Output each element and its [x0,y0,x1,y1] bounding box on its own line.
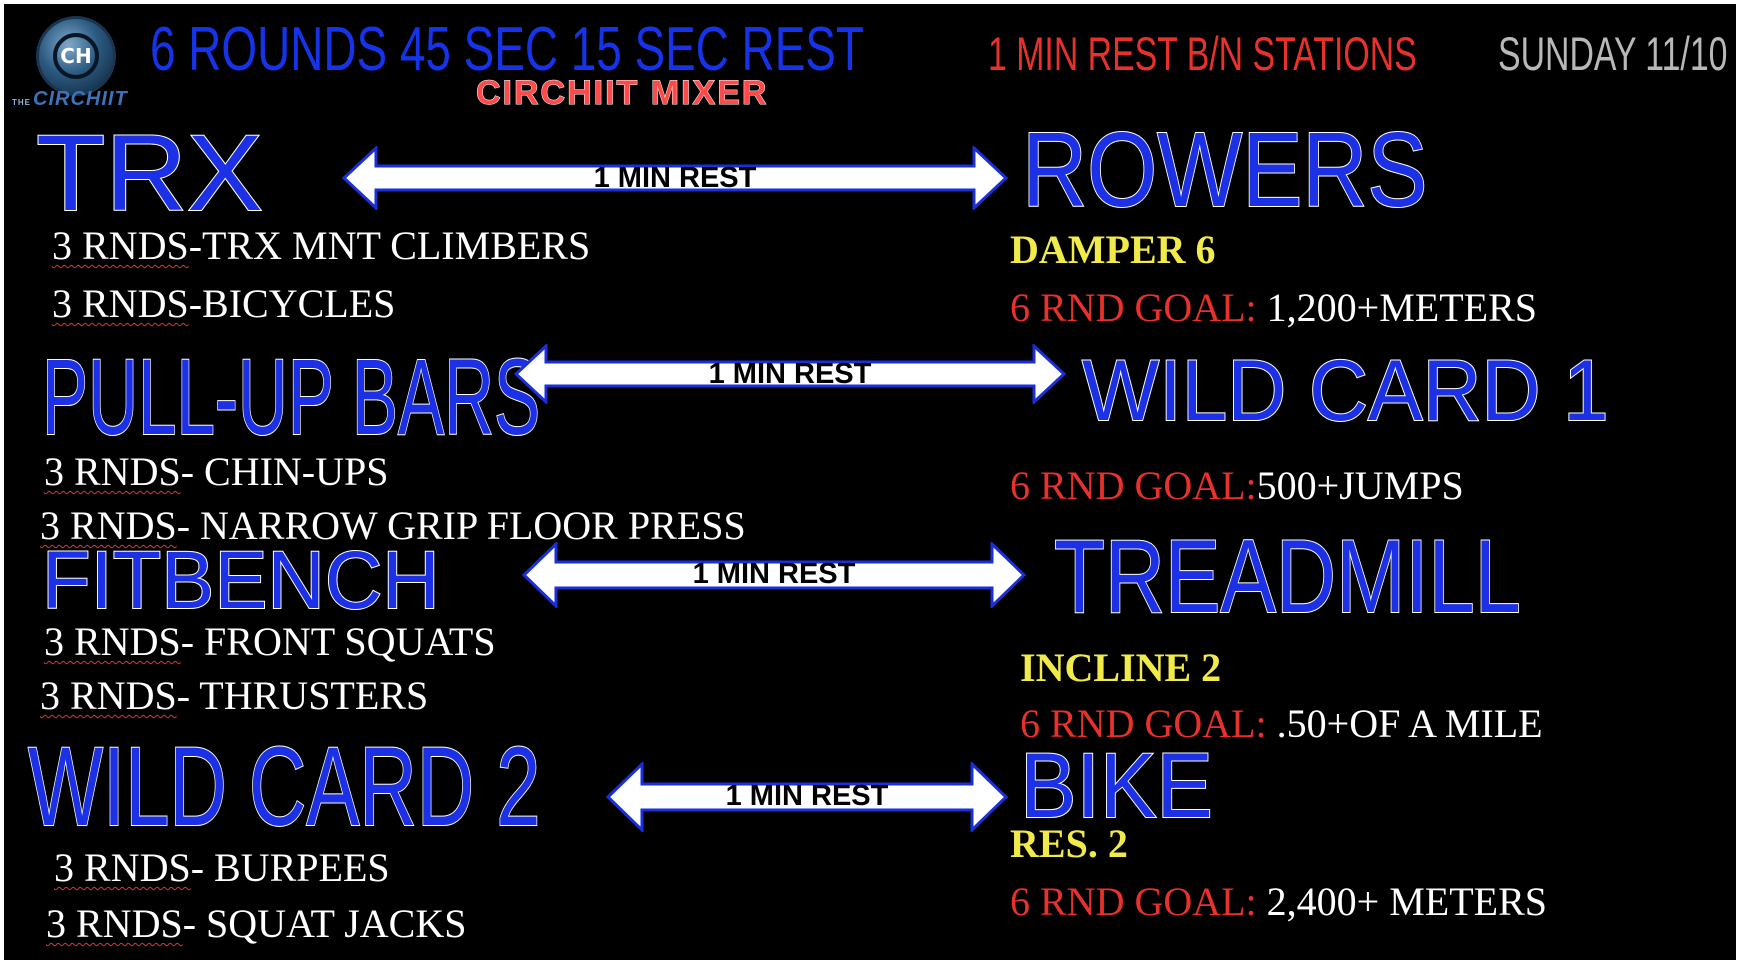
station-title-fitbench: FITBENCH [41,534,441,627]
rest-arrow-label: 1 MIN REST [692,558,856,590]
fitbench-exercise-1: 3 RNDS- FRONT SQUATS [44,618,496,665]
rest-arrow-label: 1 MIN REST [725,780,889,812]
exercise-name: - SQUAT JACKS [182,901,467,946]
page-title: 6 ROUNDS 45 SEC 15 SEC REST [150,15,864,84]
rounds-label: 3 RNDS [52,281,189,326]
rounds-label: 3 RNDS [40,673,177,718]
pullup-exercise-2: 3 RNDS- NARROW GRIP FLOOR PRESS [40,502,746,549]
rounds-label: 3 RNDS [52,223,189,268]
rest-arrow-1: 1 MIN REST [340,146,1010,210]
bike-goal: 6 RND GOAL: 2,400+ METERS [1010,878,1547,925]
station-title-rowers: ROWERS [1021,110,1428,230]
goal-label: 6 RND GOAL: [1010,879,1257,924]
double-arrow-icon [513,344,1067,404]
bike-setting: RES. 2 [1010,821,1128,866]
wildcard2-exercise-2: 3 RNDS- SQUAT JACKS [46,900,466,947]
exercise-name: -BICYCLES [188,281,396,326]
exercise-name: - FRONT SQUATS [180,619,496,664]
rounds-label: 3 RNDS [44,449,181,494]
double-arrow-icon [341,146,1009,210]
page-subtitle: CIRCHIIT MIXER [475,74,769,113]
rounds-label: 3 RNDS [40,503,177,548]
wildcard1-goal: 6 RND GOAL:500+JUMPS [1010,462,1464,509]
logo-mark: CH [53,33,99,79]
rounds-label: 3 RNDS [54,845,191,890]
treadmill-goal: 6 RND GOAL: .50+OF A MILE [1020,700,1543,747]
rounds-label: 3 RNDS [46,901,183,946]
goal-value: .50+OF A MILE [1266,701,1543,746]
goal-label: 6 RND GOAL: [1010,285,1257,330]
rowers-goal: 6 RND GOAL: 1,200+METERS [1010,284,1537,331]
rowers-setting: DAMPER 6 [1010,227,1216,272]
goal-label: 6 RND GOAL: [1010,463,1257,508]
double-arrow-icon [521,542,1027,608]
station-title-bike: BIKE [1019,734,1214,838]
goal-value: 500+JUMPS [1256,463,1464,508]
rest-arrow-2: 1 MIN REST [512,344,1068,404]
exercise-name: -TRX MNT CLIMBERS [188,223,591,268]
wildcard2-exercise-1: 3 RNDS- BURPEES [54,844,390,891]
station-title-pull-up-bars: PULL-UP BARS [41,335,541,458]
logo-text: CIRCHIIT [33,88,128,110]
rest-arrow-3: 1 MIN REST [520,542,1028,608]
exercise-name: - BURPEES [190,845,390,890]
circhiit-logo: CH [36,16,116,96]
rounds-label: 3 RNDS [44,619,181,664]
rest-arrow-label: 1 MIN REST [593,162,757,194]
fitbench-exercise-2: 3 RNDS- THRUSTERS [40,672,428,719]
goal-value: 1,200+METERS [1256,285,1538,330]
trx-exercise-2: 3 RNDS-BICYCLES [52,280,395,327]
exercise-name: - CHIN-UPS [180,449,389,494]
treadmill-setting: INCLINE 2 [1020,645,1222,690]
trx-exercise-1: 3 RNDS-TRX MNT CLIMBERS [52,222,590,269]
station-title-trx: TRX [35,111,264,234]
rest-arrow-4: 1 MIN REST [604,762,1010,832]
goal-label: 6 RND GOAL: [1020,701,1267,746]
rest-arrow-label: 1 MIN REST [708,358,872,390]
station-title-wild-card-2: WILD CARD 2 [27,723,541,850]
double-arrow-icon [605,762,1009,832]
station-title-treadmill: TREADMILL [1053,518,1522,636]
goal-value: 2,400+ METERS [1256,879,1548,924]
station-rest-note: 1 MIN REST B/N STATIONS [988,27,1417,80]
pullup-exercise-1: 3 RNDS- CHIN-UPS [44,448,389,495]
exercise-name: - THRUSTERS [176,673,429,718]
logo-small-text: THE [12,98,31,107]
station-title-wild-card-1: WILD CARD 1 [1081,342,1609,440]
exercise-name: - NARROW GRIP FLOOR PRESS [176,503,746,548]
date-label: SUNDAY 11/10 [1498,27,1728,80]
